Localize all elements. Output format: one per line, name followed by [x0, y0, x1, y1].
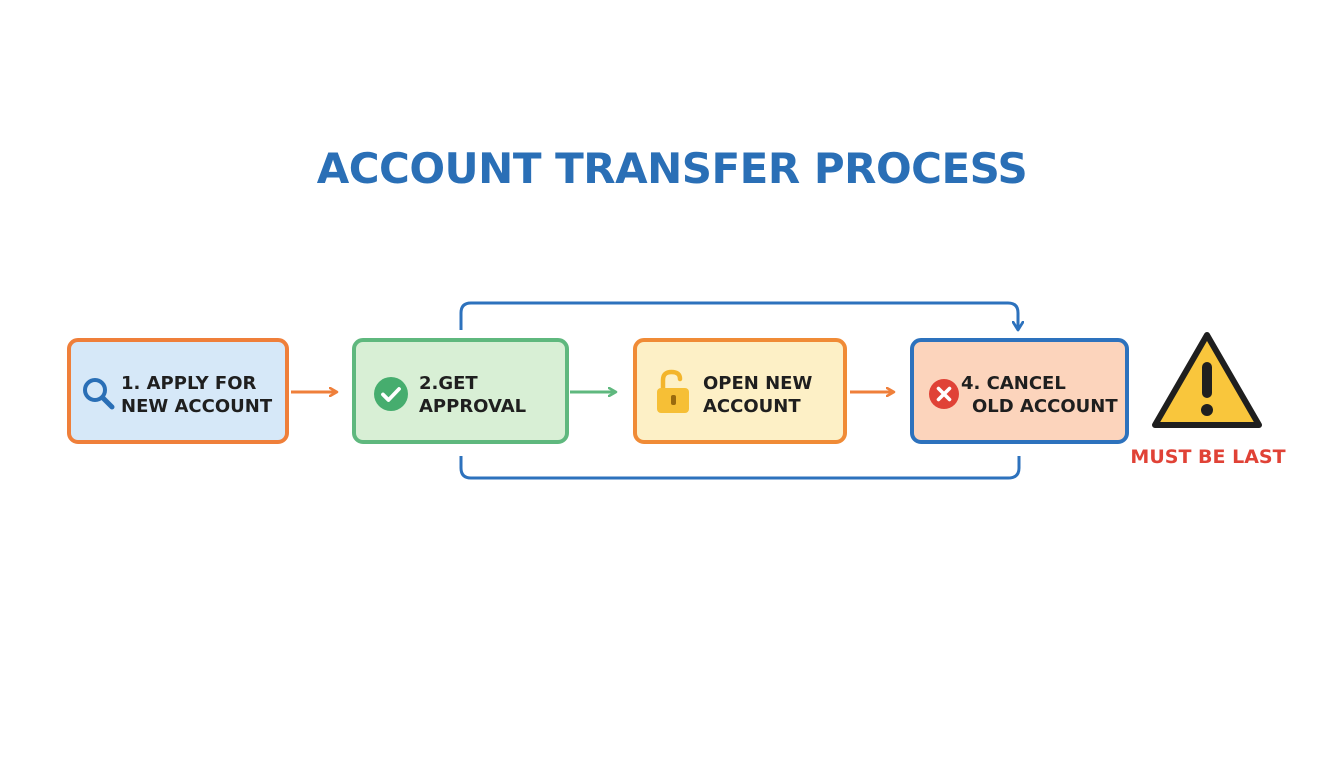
- connector-lower: [459, 456, 1021, 480]
- step-label: 1. APPLY FOR NEW ACCOUNT: [121, 372, 272, 418]
- connector-upper: [459, 301, 1018, 330]
- step-label-line2: OLD ACCOUNT: [972, 396, 1118, 417]
- check-circle-icon: [374, 377, 408, 411]
- step-cancel-old-account: 4. CANCEL OLD ACCOUNT: [910, 338, 1129, 444]
- warning-label: MUST BE LAST: [1130, 446, 1286, 468]
- step-label: OPEN NEW ACCOUNT: [703, 372, 812, 418]
- step-apply-new-account: 1. APPLY FOR NEW ACCOUNT: [67, 338, 289, 444]
- step-label-line1: 2.GET: [419, 373, 478, 394]
- step-open-new-account: OPEN NEW ACCOUNT: [633, 338, 847, 444]
- diagram-title: ACCOUNT TRANSFER PROCESS: [316, 144, 1028, 193]
- step-get-approval: 2.GET APPROVAL: [352, 338, 569, 444]
- step-label-line1: 1. APPLY FOR: [121, 373, 257, 394]
- x-circle-icon: [929, 379, 959, 409]
- step-label-line2: APPROVAL: [419, 396, 527, 417]
- step-label: 2.GET APPROVAL: [419, 372, 526, 418]
- warning-icon: [1152, 332, 1262, 428]
- step-label: 4. CANCEL OLD ACCOUNT: [961, 372, 1118, 418]
- step-label-line1: OPEN NEW: [703, 373, 813, 394]
- step-label-line2: NEW ACCOUNT: [121, 396, 273, 417]
- step-label-line1: 4. CANCEL: [961, 373, 1066, 394]
- search-icon: [83, 378, 115, 410]
- step-label-line2: ACCOUNT: [703, 396, 801, 417]
- unlock-icon: [657, 369, 689, 413]
